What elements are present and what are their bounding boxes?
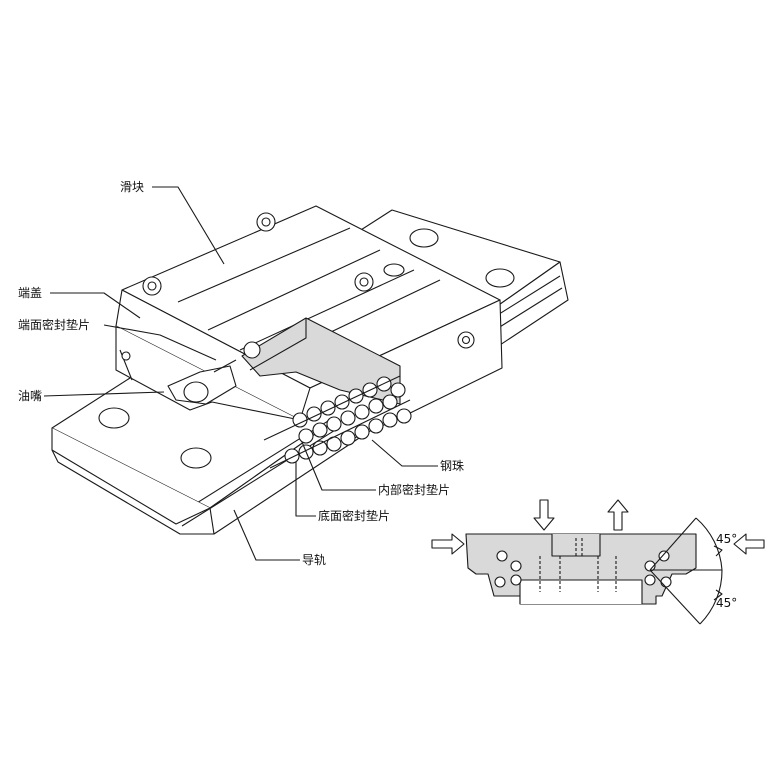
leader-lines [43,186,438,561]
rail-hole-3 [409,228,439,248]
label-grease-nipple: 油嘴 [18,389,43,403]
label-inner-seal: 内部密封垫片 [378,483,451,497]
cross-section [465,517,723,625]
arrow-down [533,499,555,531]
force-arrows [431,499,765,555]
label-angle-upper: 45° [716,532,738,546]
rail-hole-2 [180,447,212,469]
inner-seal-strip [263,375,401,441]
label-steel-ball: 钢珠 [440,459,465,473]
end-cap [115,289,311,421]
arrow-left-right [733,533,765,555]
label-end-seal: 端面密封垫片 [18,318,91,332]
arrow-up [607,499,629,531]
label-end-cap: 端盖 [18,286,43,300]
label-slider: 滑块 [120,180,145,194]
label-bottom-seal: 底面密封垫片 [318,509,391,523]
label-angle-lower: 45° [716,596,738,610]
arrow-right-left [431,533,465,555]
grease-nipple [167,359,237,405]
rail-hole-4 [485,268,515,288]
bottom-seal-strip [269,399,411,469]
label-rail: 导轨 [302,553,327,567]
rail-hole-1 [98,407,130,429]
